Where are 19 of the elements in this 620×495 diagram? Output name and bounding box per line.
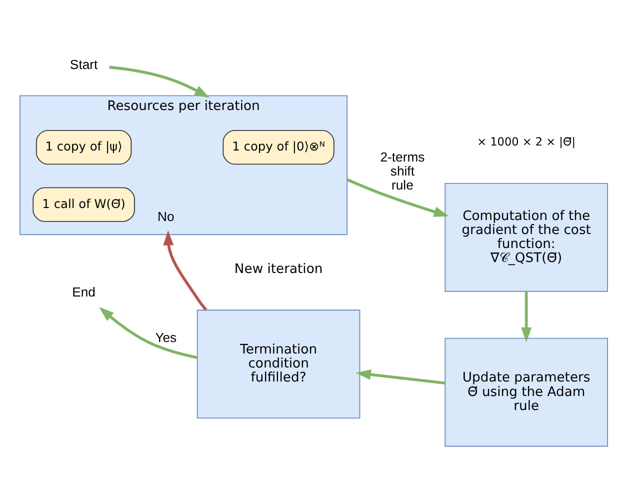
node-box: Computation of the gradient of the cost function: ∇𝒞_QST(Θ⃗) (444, 182, 608, 292)
arrow (356, 369, 446, 384)
arrow (109, 66, 210, 98)
node-text: End (72, 284, 96, 300)
node-box: Update parameters Θ⃗ using the Adam rule (444, 338, 608, 447)
node-box: 1 copy of |0⟩⊗ᴺ (222, 130, 334, 165)
node-box: Termination condition fulfilled? (196, 310, 360, 419)
edge-label: No (158, 209, 174, 224)
arrow (521, 292, 532, 342)
node-text: Start (70, 57, 98, 72)
edge-label: 2-terms shift rule (380, 150, 425, 193)
node-box: 1 copy of |ψ⟩ (36, 130, 132, 165)
edge-label: Yes (155, 330, 177, 345)
node-box: 1 call of W(Θ⃗) (32, 187, 135, 222)
label: × 1000 × 2 × |Θ⃗| (477, 136, 576, 149)
arrow (346, 178, 450, 217)
arrow (163, 230, 208, 311)
label: New iteration (234, 262, 323, 277)
arrow (99, 307, 198, 359)
